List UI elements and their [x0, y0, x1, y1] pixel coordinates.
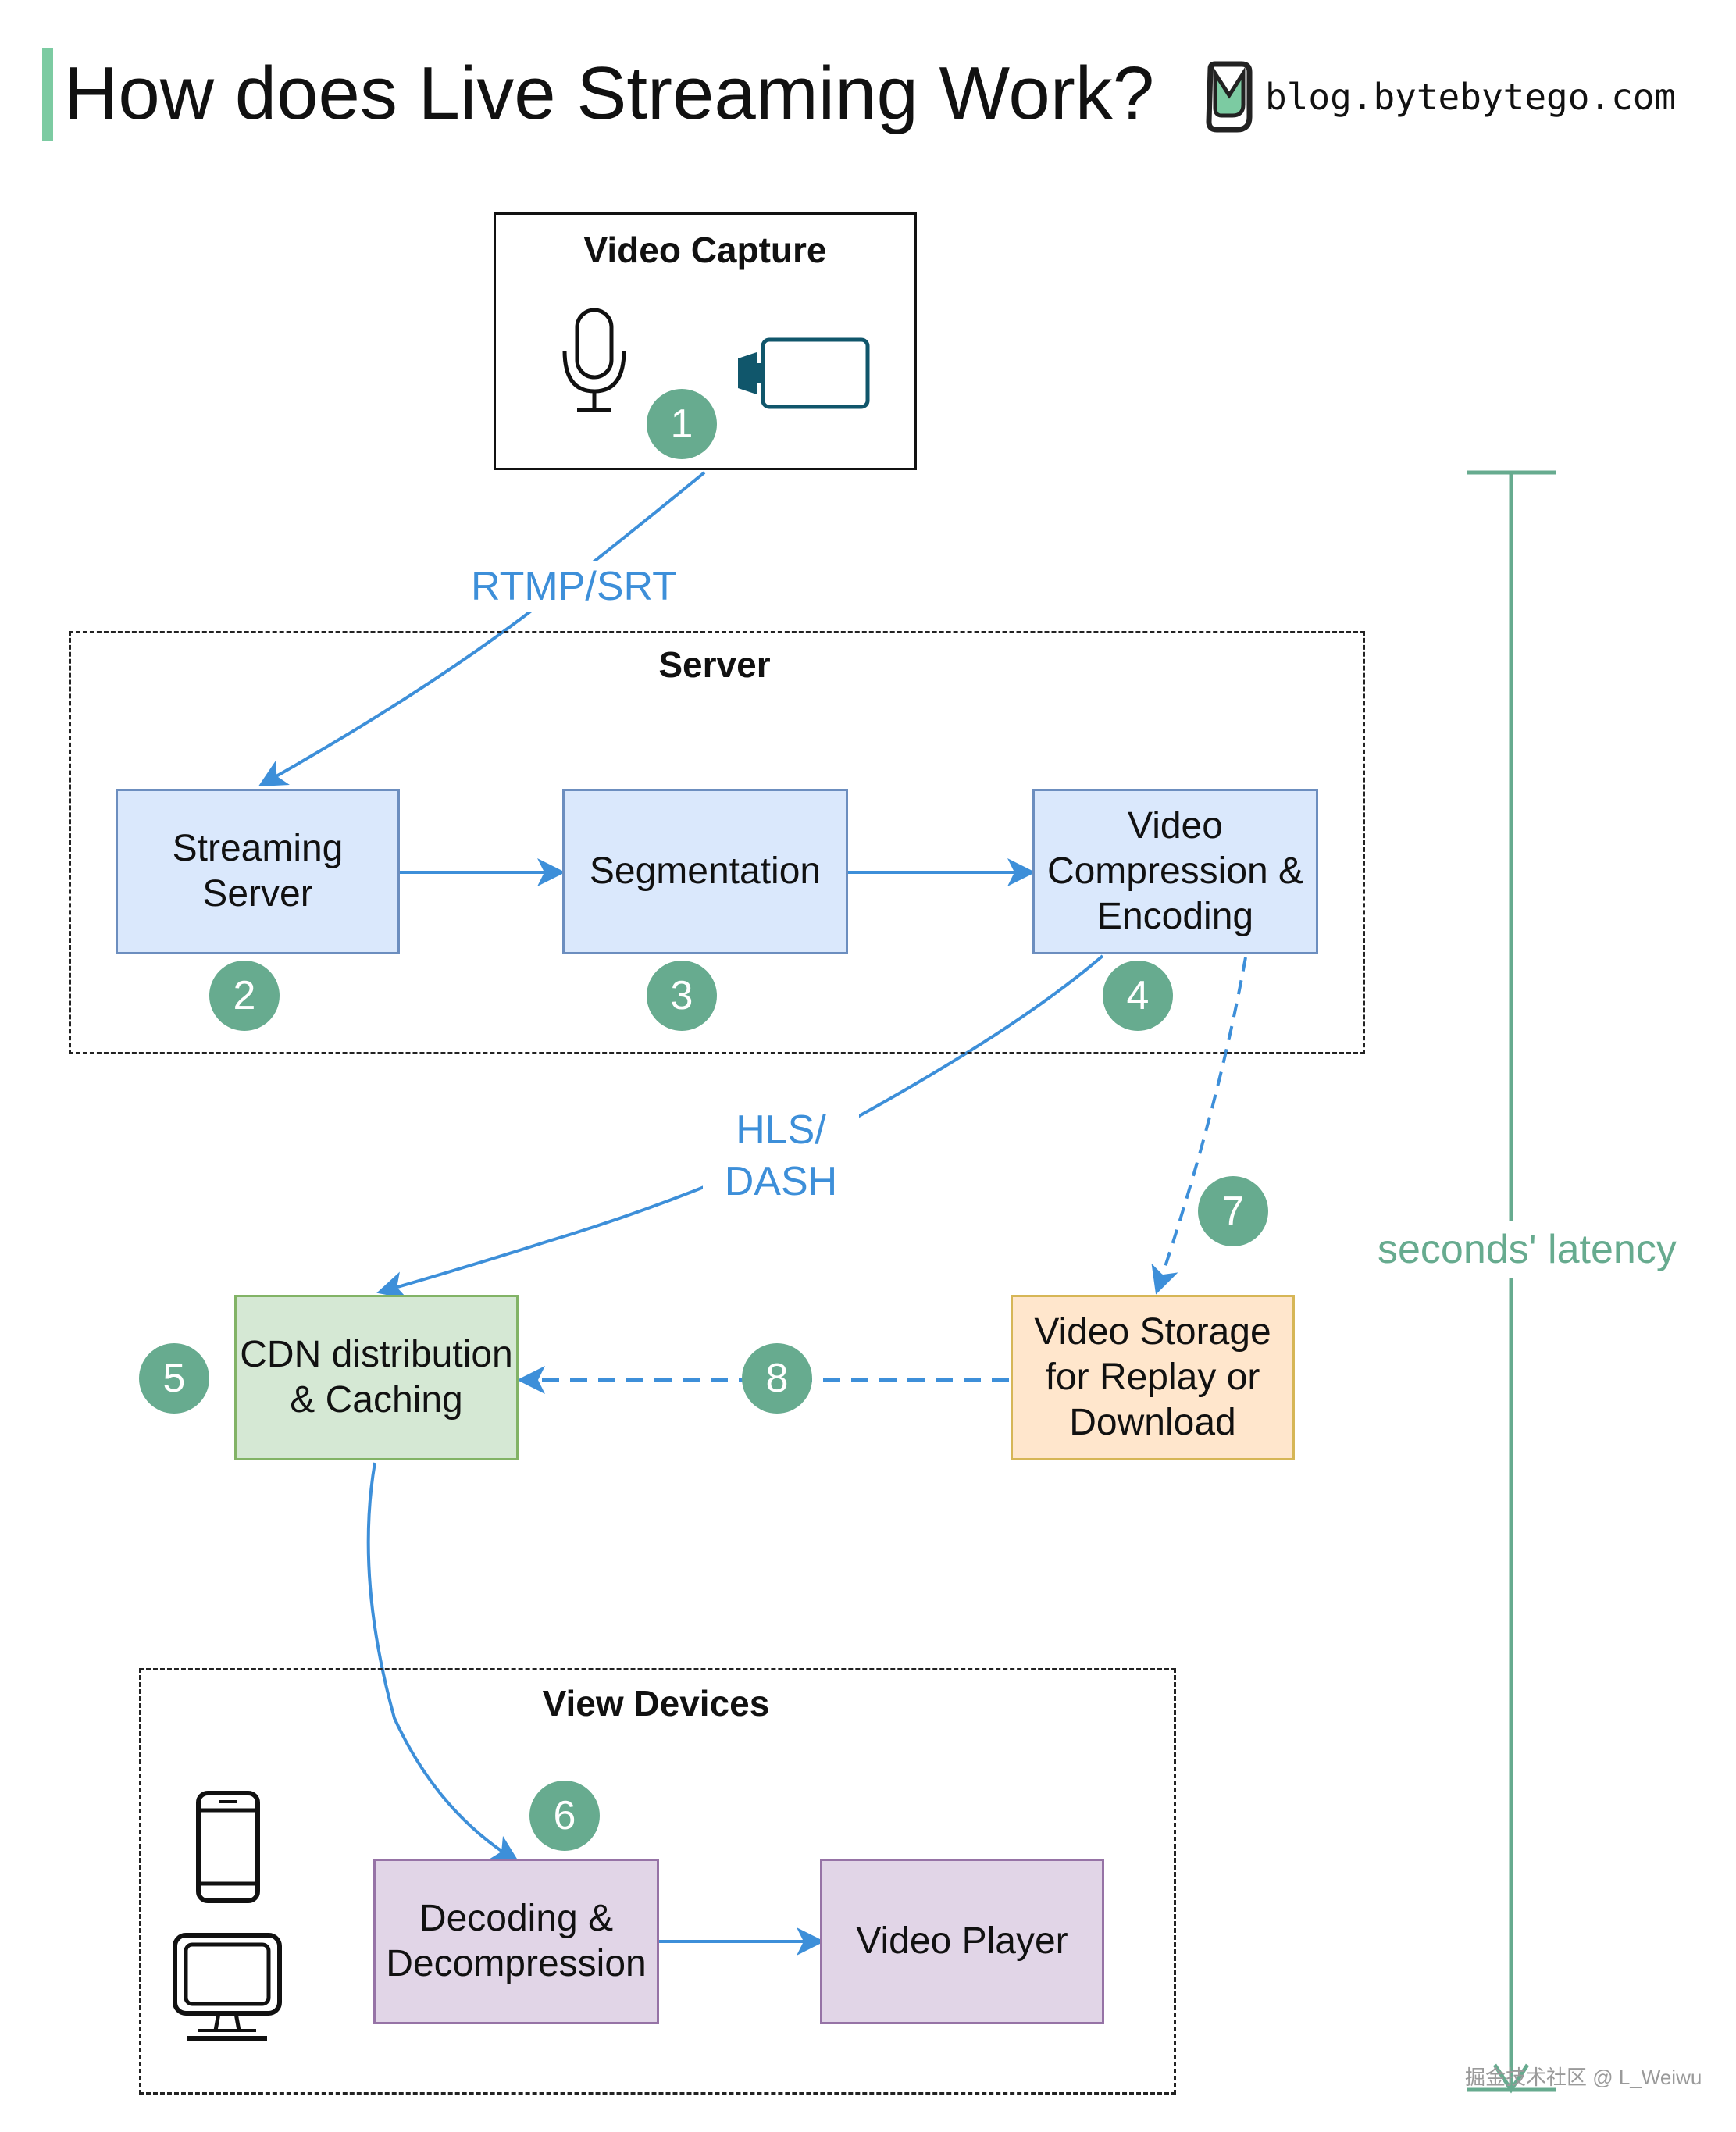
step-badge-3: 3	[647, 961, 717, 1031]
video-storage-node[interactable]: Video Storage for Replay or Download	[1011, 1295, 1295, 1460]
brand[interactable]: blog.bytebytego.com	[1203, 58, 1676, 136]
step-badge-7: 7	[1198, 1176, 1268, 1246]
hls-dash-label: HLS/ DASH	[703, 1104, 859, 1207]
smartphone-icon	[196, 1791, 260, 1903]
step-badge-2: 2	[209, 961, 280, 1031]
compression-encoding-node[interactable]: Video Compression & Encoding	[1032, 789, 1318, 954]
title-accent-bar	[42, 48, 53, 141]
desktop-monitor-icon	[173, 1933, 282, 2041]
step-badge-1: 1	[647, 389, 717, 459]
video-camera-icon	[738, 337, 870, 409]
step-badge-4: 4	[1103, 961, 1173, 1031]
rtmp-srt-label: RTMP/SRT	[461, 561, 687, 612]
view-devices-group	[139, 1668, 1176, 2095]
arrow-cdn-to-decoding	[366, 1462, 520, 1863]
brand-url[interactable]: blog.bytebytego.com	[1265, 76, 1677, 118]
page-title: How does Live Streaming Work?	[64, 52, 1155, 135]
bytebytego-logo-icon	[1206, 61, 1253, 133]
video-capture-title: Video Capture	[583, 230, 827, 270]
view-devices-title: View Devices	[542, 1683, 770, 1724]
arrow-compression-to-storage	[1151, 957, 1247, 1295]
decoding-node[interactable]: Decoding & Decompression	[373, 1859, 659, 2024]
step-badge-8: 8	[742, 1343, 812, 1414]
step-badge-6: 6	[529, 1781, 600, 1851]
step-badge-5: 5	[139, 1343, 209, 1414]
video-player-node[interactable]: Video Player	[820, 1859, 1104, 2024]
microphone-icon	[562, 308, 626, 412]
latency-label: seconds' latency	[1374, 1221, 1680, 1278]
latency-span	[1467, 470, 1556, 2094]
cdn-caching-node[interactable]: CDN distribution & Caching	[234, 1295, 519, 1460]
watermark: 掘金技术社区 @ L_Weiwu	[1465, 2066, 1702, 2089]
streaming-server-node[interactable]: Streaming Server	[116, 789, 400, 954]
server-group	[69, 631, 1365, 1054]
arrow-capture-to-streaming-server	[258, 471, 706, 786]
server-title: Server	[658, 644, 771, 685]
segmentation-node[interactable]: Segmentation	[562, 789, 848, 954]
